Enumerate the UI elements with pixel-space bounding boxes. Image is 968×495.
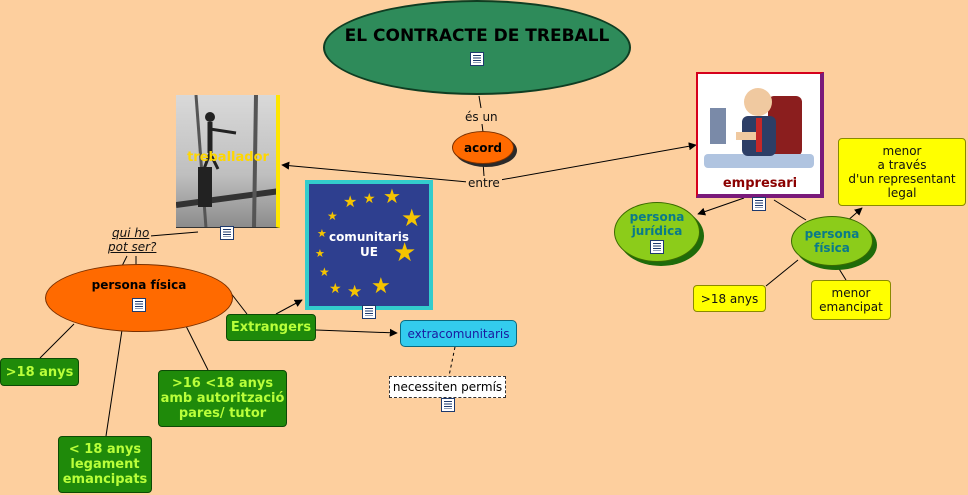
comunitaris-line2: UE <box>360 245 378 259</box>
persona-fisica-right-line1: persona <box>804 227 860 241</box>
age-16-18-line1: >16 <18 anys <box>171 376 274 391</box>
menor-emancipat-box[interactable]: menor emancipat <box>811 280 891 320</box>
star-icon: ★ <box>347 282 363 302</box>
worker-illustration <box>176 95 276 227</box>
star-icon: ★ <box>315 247 325 260</box>
treballador-image[interactable]: treballador <box>176 95 280 228</box>
persona-juridica-line2: jurídica <box>631 224 683 238</box>
star-icon: ★ <box>327 209 338 223</box>
persona-juridica-line1: persona <box>629 210 685 224</box>
comunitaris-label: comunitaris UE <box>309 230 429 260</box>
link-pot-ser: pot ser? <box>106 240 159 254</box>
menor-representant-line1: menor <box>882 144 922 158</box>
age-over-18-right-label: >18 anys <box>700 291 759 306</box>
age-16-18-line3: pares/ tutor <box>178 406 267 421</box>
age-under-18-box[interactable]: < 18 anys legament emancipats <box>58 436 152 493</box>
age-16-18-box[interactable]: >16 <18 anys amb autorització pares/ tut… <box>158 370 287 427</box>
necessiten-permis-label: necessiten permís <box>392 380 503 394</box>
document-icon[interactable] <box>752 197 766 211</box>
treballador-label: treballador <box>187 150 269 165</box>
star-icon: ★ <box>371 274 391 299</box>
persona-fisica-right-line2: física <box>814 241 850 255</box>
menor-representant-box[interactable]: menor a través d'un representant legal <box>838 138 966 206</box>
extrangers-label: Extrangers <box>230 320 312 335</box>
document-icon[interactable] <box>441 398 455 412</box>
star-icon: ★ <box>343 192 358 211</box>
extracomunitaris-label: extracomunitaris <box>407 326 510 341</box>
persona-fisica-label: persona física <box>91 278 187 292</box>
link-qui-ho: qui ho <box>110 226 152 240</box>
extracomunitaris-box[interactable]: extracomunitaris <box>400 320 517 347</box>
menor-emancipat-line2: emancipat <box>819 300 883 314</box>
document-icon[interactable] <box>362 305 376 319</box>
document-icon[interactable] <box>470 51 484 66</box>
star-icon: ★ <box>329 281 342 297</box>
page-title: EL CONTRACTE DE TREBALL <box>344 25 610 46</box>
persona-fisica-node[interactable]: persona física <box>45 264 233 332</box>
age-16-18-line2: amb autorització <box>160 391 285 406</box>
star-icon: ★ <box>317 227 327 240</box>
extrangers-box[interactable]: Extrangers <box>226 314 316 341</box>
acord-label: acord <box>464 140 502 155</box>
necessiten-permis-box[interactable]: necessiten permís <box>389 376 506 398</box>
title-node[interactable]: EL CONTRACTE DE TREBALL <box>323 0 631 95</box>
link-entre: entre <box>466 176 502 190</box>
age-under-18-line3: emancipats <box>62 472 148 487</box>
age-under-18-line1: < 18 anys <box>68 442 142 457</box>
star-icon: ★ <box>393 238 417 268</box>
document-icon[interactable] <box>132 298 146 312</box>
acord-node[interactable]: acord <box>452 131 514 164</box>
comunitaris-line1: comunitaris <box>328 230 410 244</box>
menor-representant-line2: a través <box>877 158 927 172</box>
menor-representant-line3: d'un representant <box>848 172 956 186</box>
star-icon: ★ <box>363 191 376 207</box>
businessman-illustration <box>704 88 814 168</box>
star-icon: ★ <box>401 204 423 232</box>
menor-representant-line4: legal <box>887 186 917 200</box>
star-icon: ★ <box>383 184 401 208</box>
age-over-18-box[interactable]: >18 anys <box>0 358 79 386</box>
document-icon[interactable] <box>220 226 234 240</box>
persona-juridica-node[interactable]: persona jurídica <box>614 202 700 262</box>
empresari-label: empresari <box>722 176 798 191</box>
empresari-image[interactable]: empresari <box>696 72 824 198</box>
link-es-un: és un <box>463 110 500 124</box>
persona-fisica-right-node[interactable]: persona física <box>791 216 873 266</box>
menor-emancipat-line1: menor <box>831 286 871 300</box>
age-over-18-label: >18 anys <box>5 364 74 380</box>
star-icon: ★ <box>319 265 330 279</box>
age-under-18-line2: legament <box>70 457 140 472</box>
document-icon[interactable] <box>650 240 664 254</box>
comunitaris-ue-image[interactable]: ★ ★ ★ ★ ★ ★ ★ ★ ★ ★ ★ ★ comunitaris UE <box>305 180 433 310</box>
age-over-18-right-box[interactable]: >18 anys <box>693 285 766 312</box>
